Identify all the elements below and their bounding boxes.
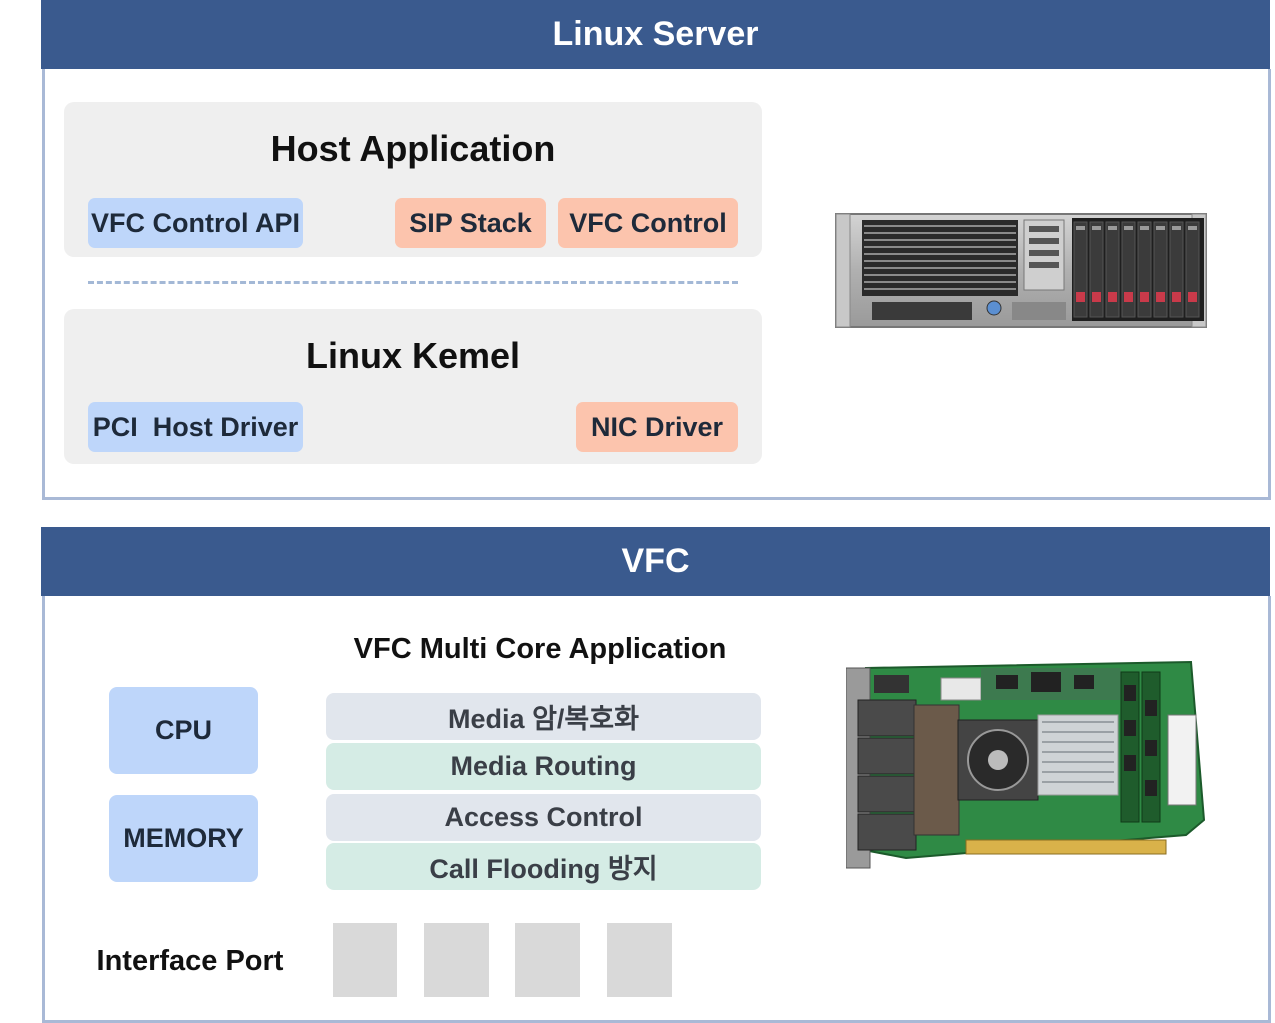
call-flooding-layer: Call Flooding 방지 — [326, 843, 761, 890]
vfc-app-title: VFC Multi Core Application — [353, 633, 727, 665]
linux-server-header: Linux Server — [41, 0, 1270, 69]
interface-port — [515, 923, 580, 997]
media-routing-layer: Media Routing — [326, 743, 761, 790]
nic-driver-chip: NIC Driver — [576, 402, 738, 452]
host-application-title: Host Application — [270, 128, 556, 169]
memory-block: MEMORY — [109, 795, 258, 882]
interface-port — [607, 923, 672, 997]
interface-port — [424, 923, 489, 997]
vfc-header: VFC — [41, 527, 1270, 596]
interface-port — [333, 923, 397, 997]
linux-kernel-title: Linux Kemel — [305, 335, 521, 376]
access-control-layer: Access Control — [326, 794, 761, 841]
vfc-board-image — [846, 660, 1206, 869]
pci-host-driver-chip: PCI Host Driver — [88, 402, 303, 452]
rack-server-image — [835, 213, 1207, 328]
sip-stack-chip: SIP Stack — [395, 198, 546, 248]
interface-port-label: Interface Port — [96, 945, 284, 977]
media-encryption-layer: Media 암/복호화 — [326, 693, 761, 740]
host-application-panel: Host Application VFC Control API SIP Sta… — [64, 102, 762, 257]
vfc-title: VFC — [621, 542, 690, 580]
vfc-control-api-chip: VFC Control API — [88, 198, 303, 248]
layer-divider — [88, 281, 738, 284]
vfc-control-chip: VFC Control — [558, 198, 738, 248]
linux-kernel-panel: Linux Kemel PCI Host Driver NIC Driver — [64, 309, 762, 464]
cpu-block: CPU — [109, 687, 258, 774]
linux-server-title: Linux Server — [552, 15, 759, 53]
